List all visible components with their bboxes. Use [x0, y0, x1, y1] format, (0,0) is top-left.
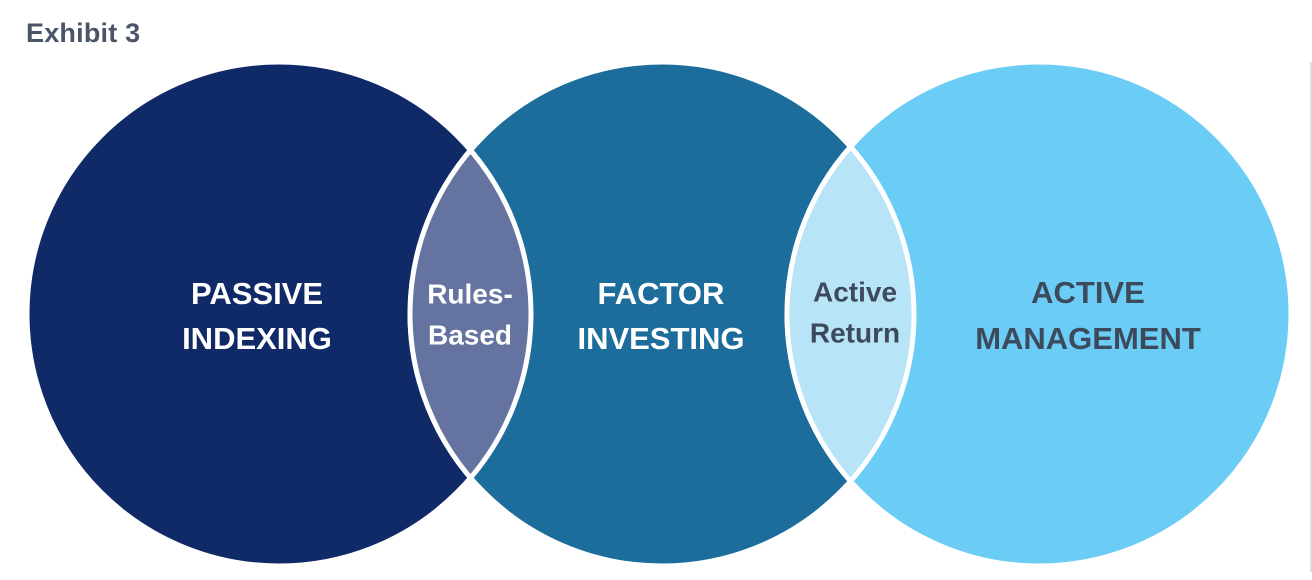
page-title: Exhibit 3 — [26, 18, 141, 48]
label-passive-indexing-line2: INDEXING — [182, 321, 332, 356]
label-factor-investing-line1: FACTOR — [598, 276, 725, 311]
label-active-management-line1: ACTIVE — [1031, 275, 1145, 310]
label-factor-investing-line2: INVESTING — [577, 321, 744, 356]
label-rules-based-line2: Based — [428, 319, 512, 350]
label-active-return-line2: Return — [810, 317, 900, 348]
overlap-rules-based-outline — [410, 62, 534, 566]
label-rules-based-line1: Rules- — [427, 278, 513, 309]
overlap-rules-based[interactable] — [407, 62, 914, 566]
overlap-active-return-outline — [787, 62, 917, 566]
page-edge-rule — [1310, 62, 1312, 572]
label-active-return-line1: Active — [813, 276, 897, 307]
label-passive-indexing-line1: PASSIVE — [191, 276, 323, 311]
label-active-management-line2: MANAGEMENT — [975, 321, 1201, 356]
